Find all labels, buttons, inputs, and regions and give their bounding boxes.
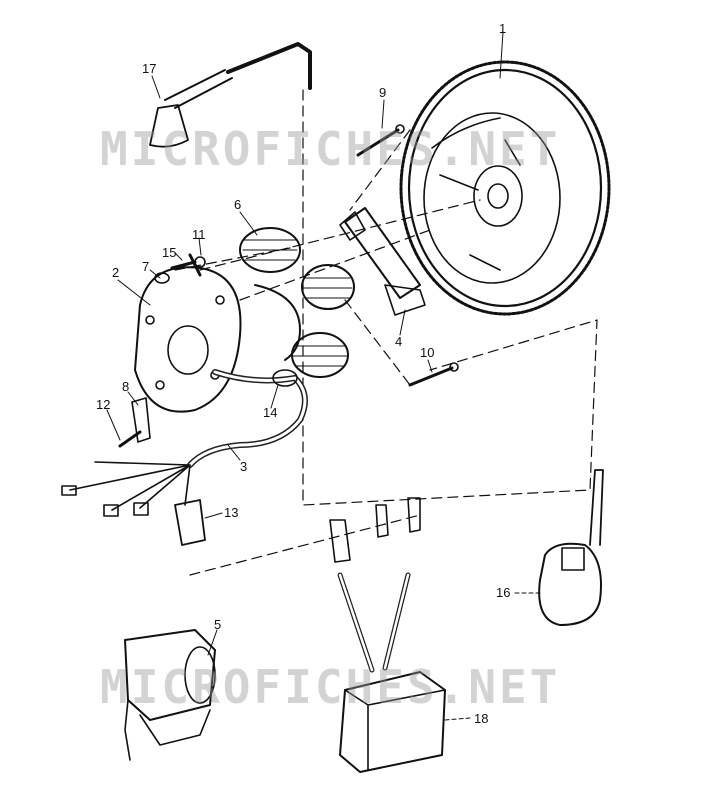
callout-9: 9 xyxy=(379,85,387,100)
callout-12: 12 xyxy=(96,397,111,412)
callout-1: 1 xyxy=(499,21,507,36)
callout-2: 2 xyxy=(112,265,120,280)
callout-15: 15 xyxy=(162,245,177,260)
callout-3: 3 xyxy=(240,459,248,474)
callout-6: 6 xyxy=(234,197,242,212)
callout-8: 8 xyxy=(122,379,130,394)
watermark-upper: MICROFICHES.NET xyxy=(100,122,561,176)
spark-plug-cap xyxy=(149,42,312,148)
starter-relay xyxy=(124,629,216,761)
callout-11: 11 xyxy=(192,227,206,242)
callout-10: 10 xyxy=(420,345,435,360)
wiring-harness xyxy=(61,369,308,546)
callout-16: 16 xyxy=(496,585,511,600)
watermark-lower: MICROFICHES.NET xyxy=(100,660,561,714)
callout-7: 7 xyxy=(142,259,150,274)
fasteners xyxy=(118,124,459,448)
callout-17: 17 xyxy=(142,61,157,76)
callout-5: 5 xyxy=(214,617,222,632)
callout-4: 4 xyxy=(395,334,403,349)
stator-plate xyxy=(134,266,242,413)
flywheel xyxy=(399,60,611,316)
callout-13: 13 xyxy=(224,505,239,520)
leader-lines xyxy=(106,31,543,721)
stator-coils xyxy=(239,227,355,378)
regulator-rectifier xyxy=(329,497,446,773)
callout-14: 14 xyxy=(263,405,278,420)
callout-18: 18 xyxy=(474,711,489,726)
ignition-coil xyxy=(538,469,604,626)
pulser-coil xyxy=(339,207,426,316)
